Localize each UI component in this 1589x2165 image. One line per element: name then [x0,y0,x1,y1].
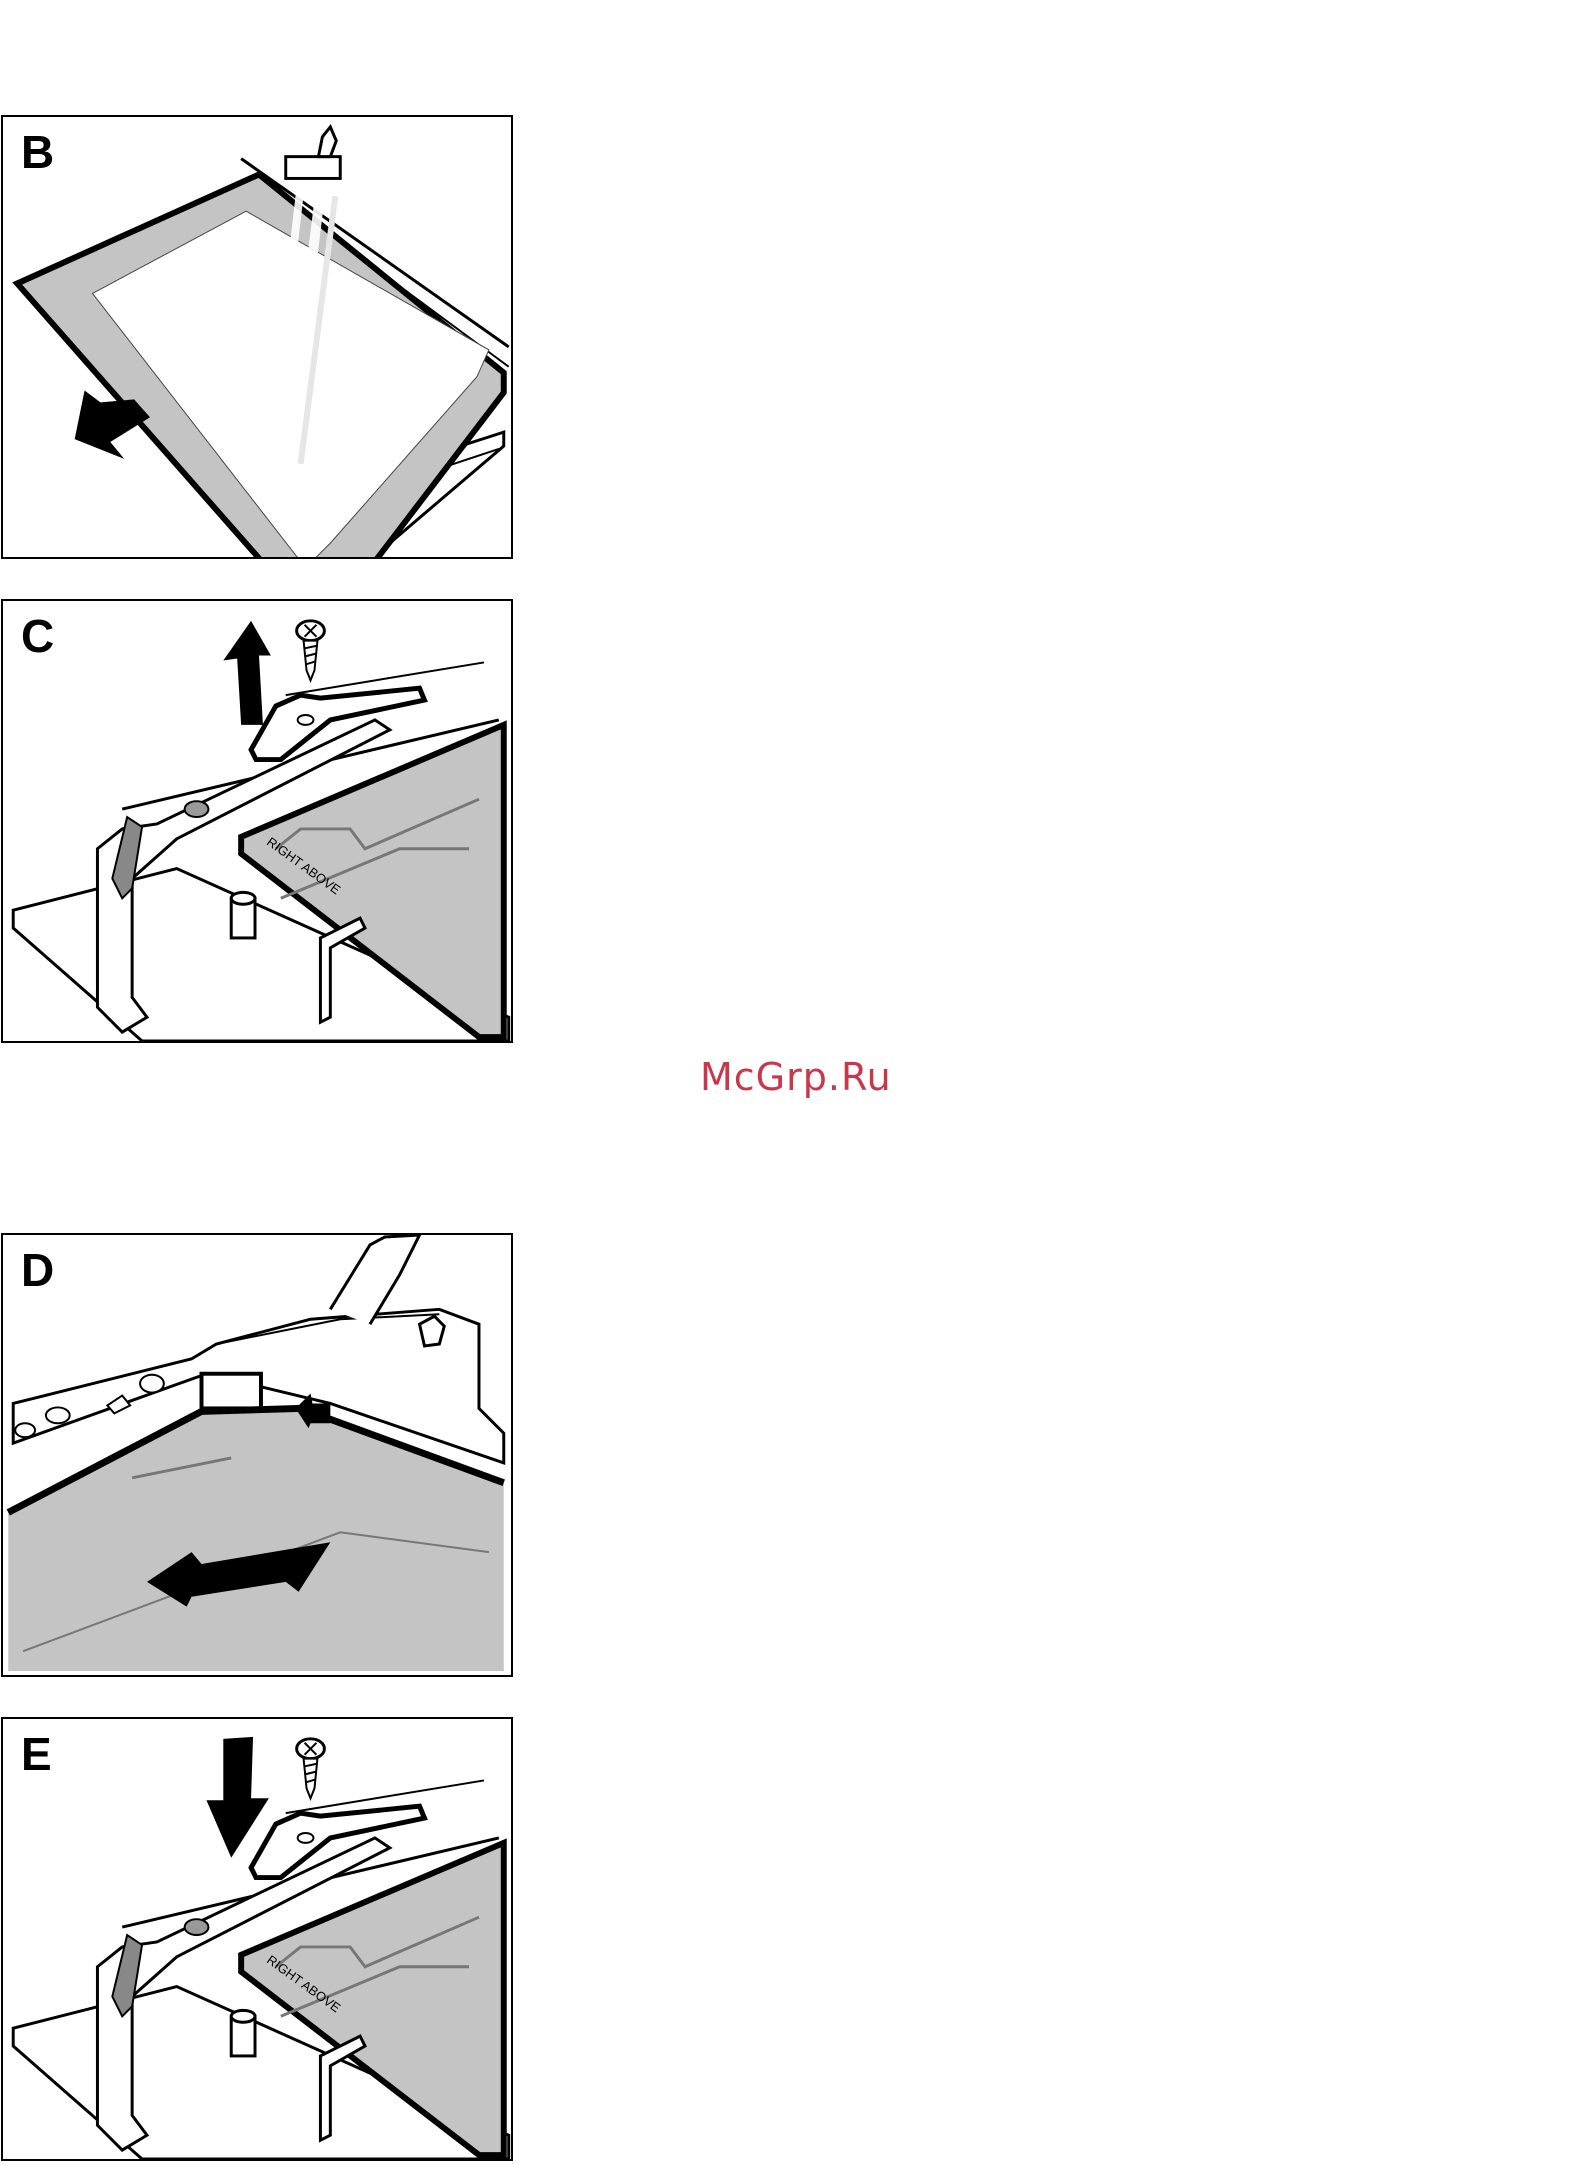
screw-icon [297,621,325,680]
illustration-refit-clamp: RIGHT ABOVE [3,1719,511,2159]
panel-letter-c: C [21,609,54,663]
illustration-remove-glass [3,117,511,557]
arrow-down-icon [206,1737,268,1858]
illustration-insert-glass [3,1235,511,1675]
watermark: McGrp.Ru [700,1055,892,1099]
screw-icon [297,1739,325,1798]
figure-panel-c: C RIGHT ABOVE [1,599,513,1043]
panel-letter-e: E [21,1727,52,1781]
panel-letter-b: B [21,125,54,179]
arrow-up-icon [223,621,271,725]
figure-panel-b: B [1,115,513,559]
illustration-unscrew-clamp: RIGHT ABOVE [3,601,511,1041]
figure-panel-d: D [1,1233,513,1677]
panel-letter-d: D [21,1243,54,1297]
figure-panel-e: E RIGHT ABOVE [1,1717,513,2161]
